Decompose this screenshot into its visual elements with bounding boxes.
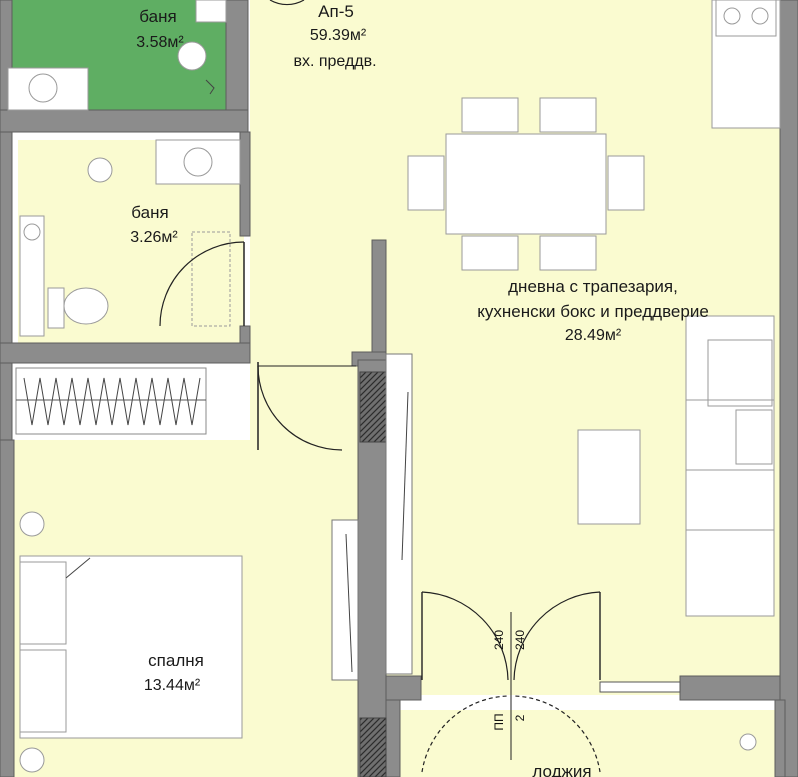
loggia-name: лоджия [532,762,591,777]
bed [19,511,243,773]
side-door-leaf [401,391,409,561]
bath-top-name: баня [139,7,176,26]
bath-door [159,231,245,327]
dining-set [407,97,645,271]
entrance-door [269,0,305,6]
column-lower [359,717,387,777]
bath-middle-area: 3.26м² [130,229,178,246]
sofa [685,315,775,617]
loggia-window [599,681,681,693]
apartment-name: Ап-5 [318,2,354,21]
bedroom-window [331,519,359,681]
living-name-line2: кухненски бокс и преддверие [477,302,709,321]
bedroom-door [257,362,356,451]
bedroom-name: спалня [148,651,204,670]
bath-middle-fixtures [19,139,241,337]
coffee-table [577,429,641,525]
door-dim-right: 240 [513,630,527,650]
door-dim-left: 240 [492,630,506,650]
bedroom-window-leaf [345,533,353,673]
sill-label: ПП [492,713,506,730]
wardrobe [15,367,207,435]
bath-top-fixtures [7,0,227,111]
loggia-floor [400,710,775,777]
balcony-doors [421,591,757,773]
apartment-area: 59.39м² [310,27,367,44]
living-name-line1: дневна с трапезария, [508,277,678,296]
bedroom-area: 13.44м² [144,677,201,694]
entrance-label: вх. преддв. [293,53,376,70]
column-upper [359,371,387,443]
sill-value: 2 [513,714,527,721]
living-area: 28.49м² [565,327,622,344]
bath-middle-name: баня [131,203,168,222]
kitchen-counter [711,0,781,129]
bath-top-area: 3.58м² [136,34,184,51]
